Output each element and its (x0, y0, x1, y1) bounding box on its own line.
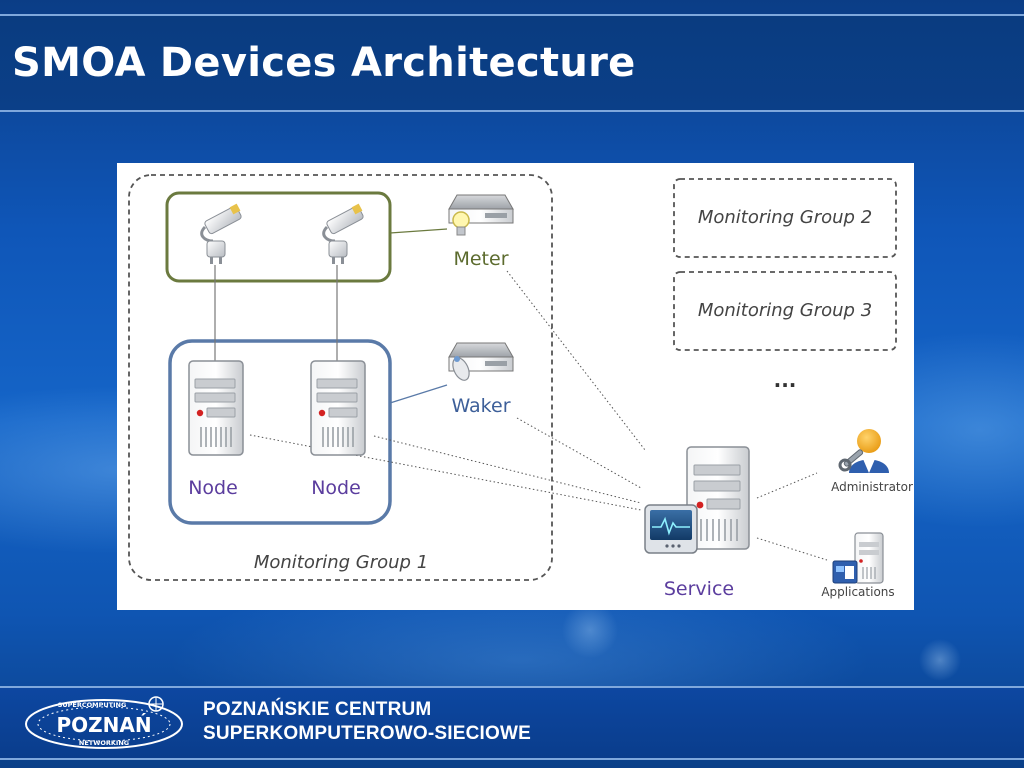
administrator-label: Administrator (831, 480, 913, 494)
org-name-line-2: SUPERKOMPUTEROWO-SIECIOWE (203, 723, 532, 744)
node-label-2: Node (311, 477, 361, 499)
administrator-icon (838, 429, 889, 473)
architecture-diagram: Meter Waker Node Node Monitoring Group 1… (128, 174, 913, 600)
monitoring-group-2-label: Monitoring Group 2 (698, 207, 872, 228)
monitoring-group-1-boundary (128, 174, 553, 581)
service-server-icon (686, 446, 750, 550)
meter-group-box (165, 191, 392, 283)
node-server-icon (310, 360, 366, 456)
applications-icon (832, 532, 884, 584)
slide-title: SMOA Devices Architecture (12, 40, 636, 86)
node-group-connector (389, 384, 448, 404)
diagram-panel: Meter Waker Node Node Monitoring Group 1… (117, 163, 914, 610)
meter-label: Meter (453, 248, 508, 270)
org-name-line-1: POZNAŃSKIE CENTRUM (203, 699, 432, 720)
applications-label: Applications (821, 585, 894, 599)
meter-device-icon (448, 194, 514, 236)
title-band (0, 14, 1024, 112)
node-server-icon (188, 360, 244, 456)
service-to-applications-line (756, 537, 828, 561)
footer-band (0, 686, 1024, 760)
logo-text: POZNAŃ (56, 713, 151, 737)
monitor-icon (644, 504, 698, 554)
node2-to-service-line (373, 435, 642, 504)
logo-arc-bottom: NETWORKING (79, 739, 129, 747)
dotted-connections (249, 270, 828, 561)
power-plug-icon (322, 203, 364, 264)
node-group-box (168, 339, 392, 525)
power-plug-icon (200, 203, 242, 264)
monitoring-group-3-box (673, 271, 897, 351)
monitoring-group-2-box (673, 178, 897, 258)
node-label-1: Node (188, 477, 238, 499)
waker-label: Waker (451, 395, 510, 417)
meter-group-connector (389, 228, 448, 234)
more-groups-ellipsis: ... (774, 368, 797, 392)
service-to-administrator-line (756, 472, 818, 499)
waker-to-service-line (516, 417, 642, 489)
node1-to-service-line (249, 434, 642, 511)
logo-arc-top: SUPERCOMPUTING (58, 701, 127, 709)
waker-device-icon (448, 342, 514, 381)
pcss-logo: SUPERCOMPUTING POZNAŃ NETWORKING (25, 696, 183, 749)
monitoring-group-3-label: Monitoring Group 3 (698, 300, 872, 321)
meter-to-service-line (506, 270, 646, 451)
service-label: Service (664, 578, 734, 600)
monitoring-group-1-label: Monitoring Group 1 (254, 552, 428, 573)
